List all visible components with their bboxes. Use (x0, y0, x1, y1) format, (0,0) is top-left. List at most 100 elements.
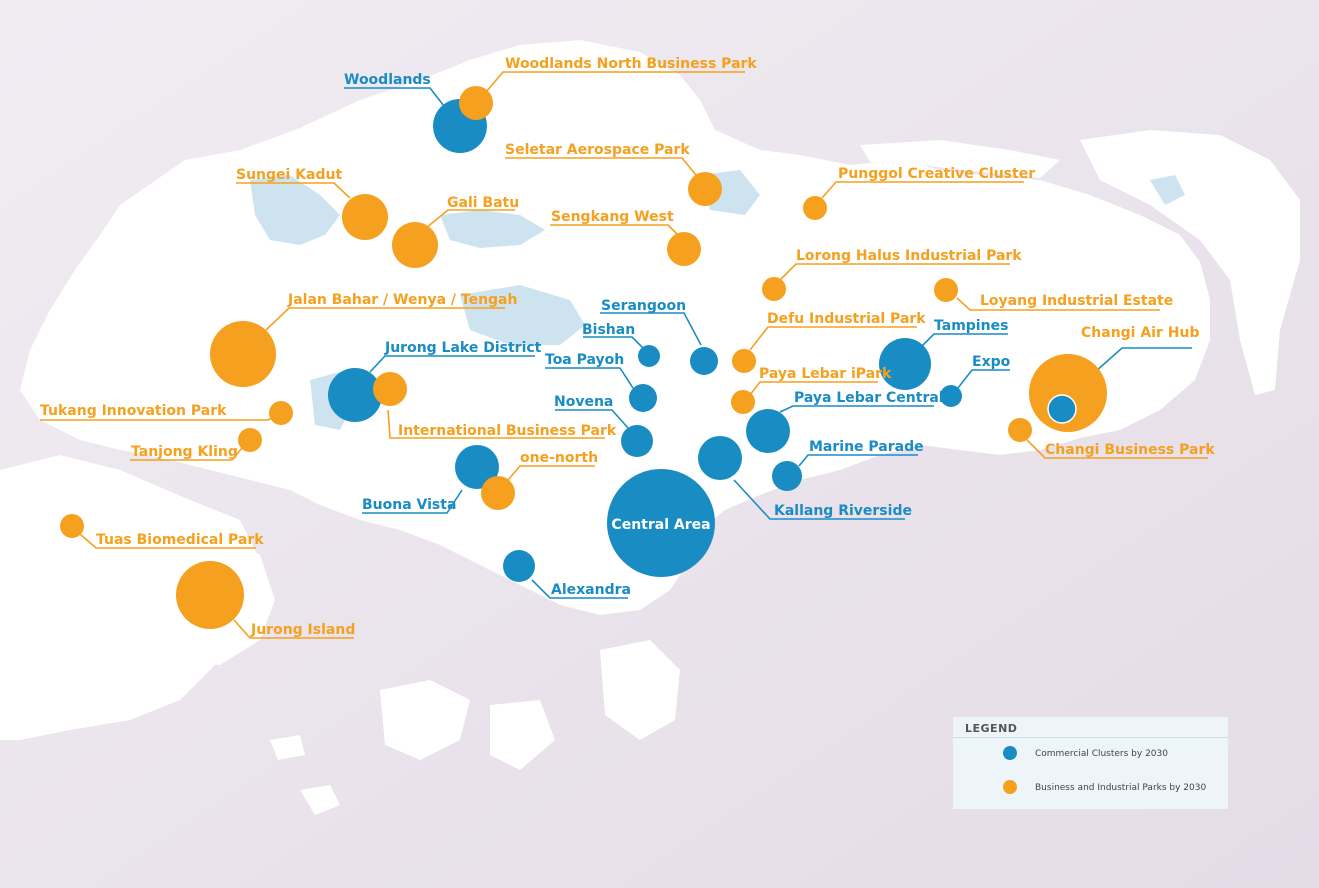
jalan-bahar-marker[interactable] (210, 321, 276, 387)
jurong-island-line (233, 619, 354, 639)
defu-industrial-park-marker[interactable] (732, 349, 756, 373)
changi-air-hub-label: Changi Air Hub (1081, 325, 1199, 341)
southern-island-4 (300, 785, 340, 815)
legend-divider (953, 737, 1228, 738)
jurong-lake-district-line (369, 355, 535, 373)
legend: LEGEND Commercial Clusters by 2030 Busin… (953, 717, 1228, 809)
novena-marker[interactable] (621, 425, 653, 457)
marine-parade-marker[interactable] (772, 461, 802, 491)
gali-batu-line (425, 209, 515, 229)
tanjong-kling-line (130, 447, 243, 461)
kallang-riverside-marker[interactable] (698, 436, 742, 480)
sungei-kadut-label: Sungei Kadut (236, 167, 342, 183)
southern-island-3 (600, 640, 680, 740)
legend-commercial-label: Commercial Clusters by 2030 (1035, 749, 1168, 759)
defu-line (749, 326, 917, 351)
kallang-riverside-line (733, 479, 905, 520)
woodlands-north-line (485, 71, 745, 93)
woodlands-line (344, 87, 445, 107)
bedok-reservoir (1150, 175, 1185, 205)
marine-parade-label: Marine Parade (809, 439, 924, 455)
serangoon-line (600, 312, 702, 346)
changi-business-park-label: Changi Business Park (1045, 442, 1215, 458)
tukang-innovation-park-marker[interactable] (269, 401, 293, 425)
paya-lebar-central-line (779, 405, 934, 413)
tuas-biomedical-line (79, 533, 256, 549)
tuas-biomedical-park-marker[interactable] (60, 514, 84, 538)
paya-lebar-central-marker[interactable] (746, 409, 790, 453)
one-north-marker[interactable] (481, 476, 515, 510)
sengkang-west-label: Sengkang West (551, 209, 674, 225)
international-business-park-label: International Business Park (398, 423, 617, 439)
loyang-industrial-estate-marker[interactable] (934, 278, 958, 302)
serangoon-marker[interactable] (690, 347, 718, 375)
tampines-marker[interactable] (879, 338, 931, 390)
paya-lebar-ipark-label: Paya Lebar iPark (759, 366, 892, 382)
one-north-label: one-north (520, 450, 598, 466)
one-north-line (507, 465, 595, 481)
lorong-halus-industrial-park-label: Lorong Halus Industrial Park (796, 248, 1022, 264)
loyang-line (956, 297, 1160, 311)
changi-business-park-line (1026, 439, 1208, 459)
pulau-tekong (1080, 130, 1300, 395)
sungei-kadut-line (236, 182, 351, 199)
paya-lebar-central-label: Paya Lebar Central (794, 390, 944, 406)
punggol-creative-line (821, 181, 1024, 199)
changi-air-hub-marker[interactable] (1047, 394, 1077, 424)
lorong-halus-industrial-park-marker[interactable] (762, 277, 786, 301)
jurong-island-marker[interactable] (176, 561, 244, 629)
southern-island-2 (490, 700, 555, 770)
sungei-kadut-marker[interactable] (342, 194, 388, 240)
novena-line (555, 409, 629, 429)
jalan-bahar-label: Jalan Bahar / Wenya / Tengah (287, 292, 517, 308)
woodlands-label: Woodlands (344, 72, 431, 88)
international-business-park-line (387, 409, 605, 439)
seletar-aerospace-line (505, 157, 697, 176)
bishan-marker[interactable] (638, 345, 660, 367)
central-area-label: Central Area (611, 517, 710, 533)
woodlands-north-business-park-marker[interactable] (459, 86, 493, 120)
buona-vista-label: Buona Vista (362, 497, 456, 513)
buona-vista-marker[interactable] (455, 445, 499, 489)
kranji-reservoir (250, 175, 340, 245)
sengkang-west-line (550, 224, 679, 236)
buona-vista-line (362, 489, 463, 514)
bishan-label: Bishan (582, 322, 635, 338)
jurong-lake-district-marker[interactable] (328, 368, 382, 422)
marine-parade-line (798, 454, 918, 467)
central-catchment-reservoir (460, 285, 585, 345)
changi-business-park-marker[interactable] (1008, 418, 1032, 442)
defu-industrial-park-label: Defu Industrial Park (767, 311, 926, 327)
expo-line (957, 369, 1010, 389)
toa-payoh-marker[interactable] (629, 384, 657, 412)
woodlands-north-business-park-label: Woodlands North Business Park (505, 56, 757, 72)
jurong-island-label: Jurong Island (250, 622, 355, 638)
alexandra-line (531, 579, 628, 599)
pulau-ubin (860, 140, 1060, 178)
gali-batu-label: Gali Batu (447, 195, 519, 211)
legend-commercial-dot (1003, 746, 1017, 760)
novena-label: Novena (554, 394, 613, 410)
paya-lebar-ipark-line (749, 381, 878, 396)
alexandra-marker[interactable] (503, 550, 535, 582)
lower-seletar-reservoir (440, 210, 545, 248)
paya-lebar-ipark-marker[interactable] (731, 390, 755, 414)
punggol-creative-cluster-marker[interactable] (803, 196, 827, 220)
kallang-riverside-label: Kallang Riverside (774, 503, 912, 519)
seletar-aerospace-park-marker[interactable] (688, 172, 722, 206)
southern-island-1 (380, 680, 470, 760)
tanjong-kling-label: Tanjong Kling (131, 444, 238, 460)
tampines-label: Tampines (934, 318, 1008, 334)
sengkang-west-marker[interactable] (667, 232, 701, 266)
lorong-halus-line (779, 263, 1010, 281)
international-business-park-marker[interactable] (373, 372, 407, 406)
alexandra-label: Alexandra (551, 582, 631, 598)
serangoon-label: Serangoon (601, 298, 686, 314)
legend-title: LEGEND (965, 722, 1018, 735)
central-area-marker[interactable] (607, 469, 715, 577)
gali-batu-marker[interactable] (392, 222, 438, 268)
legend-industrial-label: Business and Industrial Parks by 2030 (1035, 783, 1207, 793)
expo-marker[interactable] (940, 385, 962, 407)
tanjong-kling-marker[interactable] (238, 428, 262, 452)
jalan-bahar-line (265, 307, 505, 331)
